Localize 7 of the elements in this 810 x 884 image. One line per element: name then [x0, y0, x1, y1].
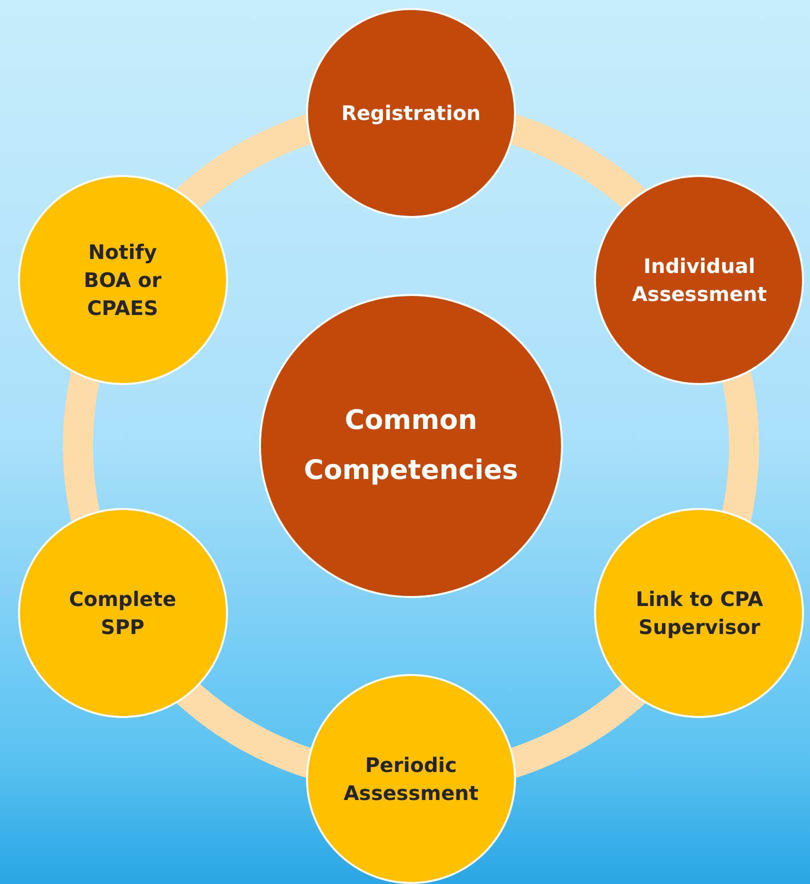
step-label: Common Competencies: [302, 404, 520, 488]
step-label: Notify BOA or CPAES: [82, 238, 162, 322]
step-label: Registration: [340, 100, 482, 127]
step-label: Link to CPA Supervisor: [634, 586, 764, 640]
step-label: Individual Assessment: [630, 252, 768, 308]
step-label: Complete SPP: [68, 586, 178, 640]
step-label: Periodic Assessment: [342, 752, 480, 807]
